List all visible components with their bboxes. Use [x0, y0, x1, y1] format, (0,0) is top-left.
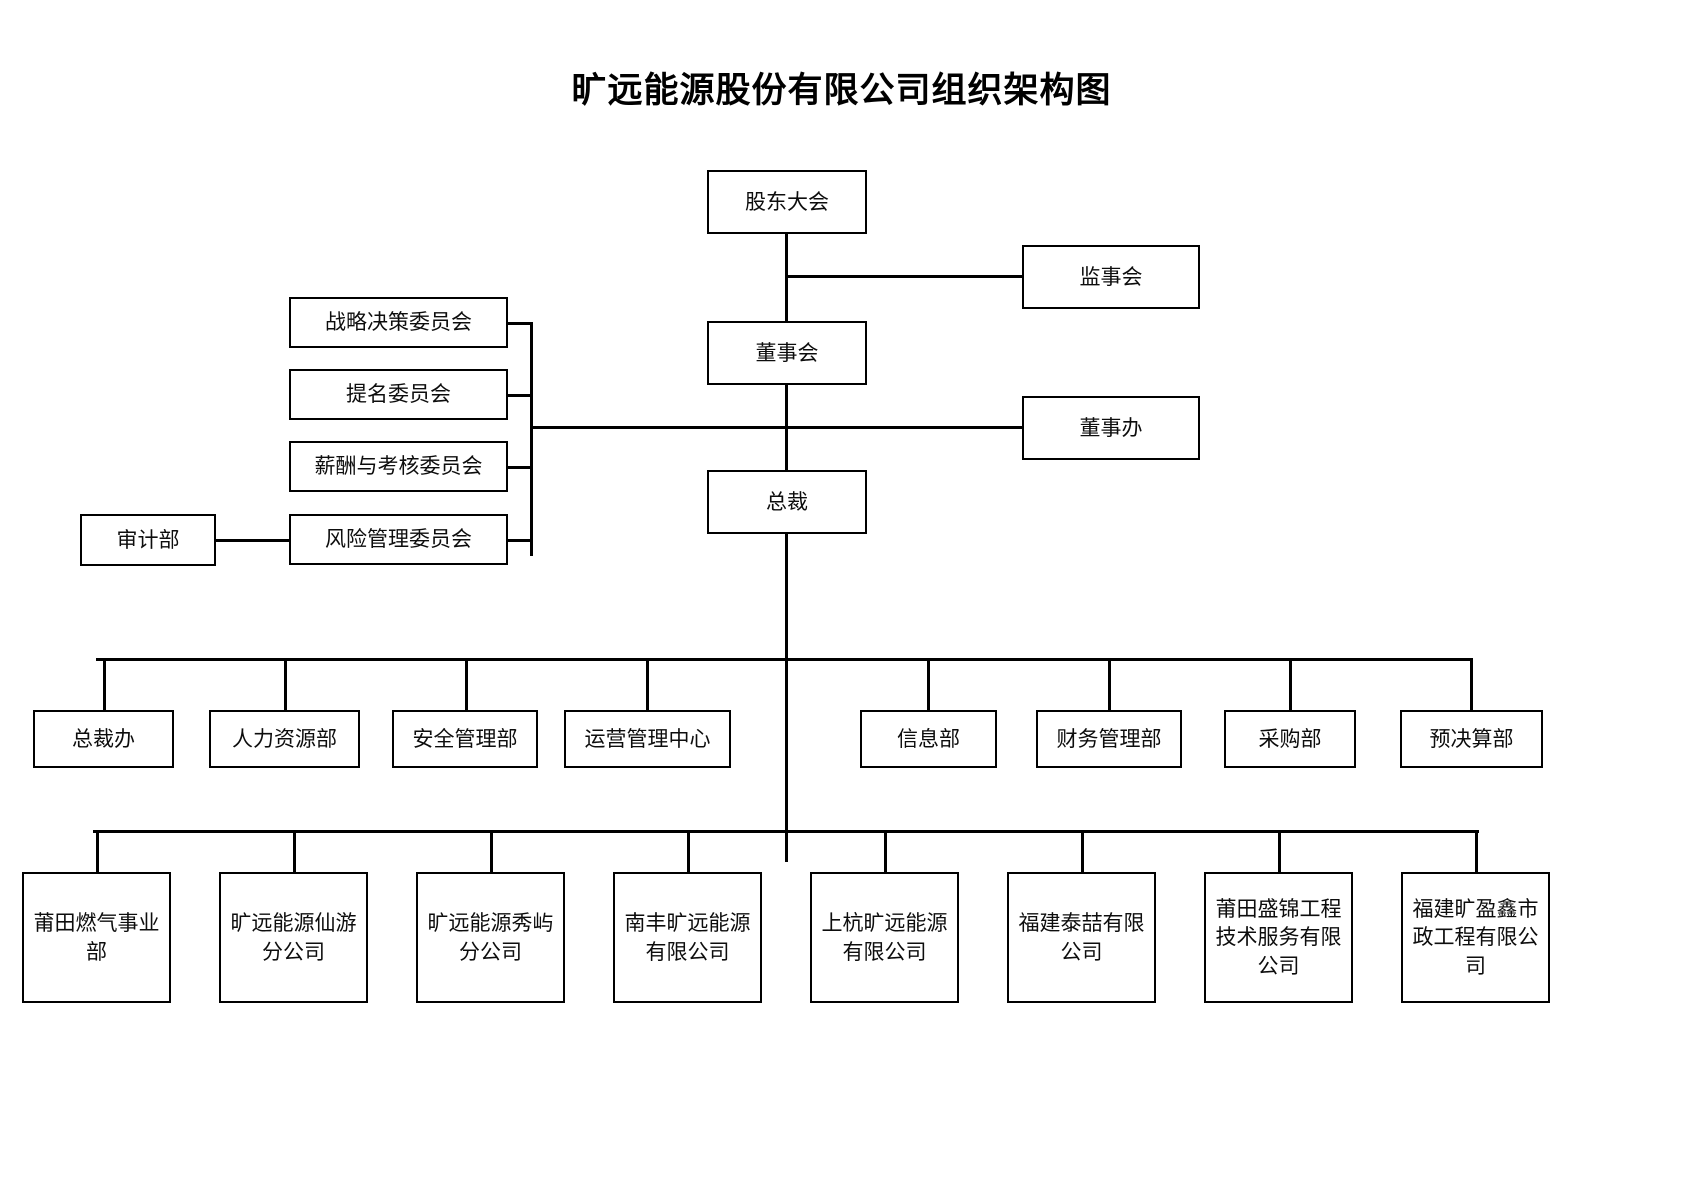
connector-committees-to-spine	[530, 426, 787, 429]
node-subsidiary-shanghang-kuangyuan-energy[interactable]: 上杭旷远能源有限公司	[810, 872, 959, 1003]
node-label: 预决算部	[1429, 726, 1514, 751]
dept-drop-7	[1289, 658, 1292, 710]
connector-committee-3	[507, 466, 533, 469]
node-department-information[interactable]: 信息部	[860, 710, 997, 768]
node-label: 旷远能源仙游分公司	[230, 911, 357, 964]
sub-drop-2	[293, 830, 296, 872]
node-subsidiary-putian-gas-division[interactable]: 莆田燃气事业部	[22, 872, 171, 1003]
sub-drop-8	[1475, 830, 1478, 872]
connector-shareholders-to-supervisors	[785, 275, 1024, 278]
node-label: 莆田盛锦工程技术服务有限公司	[1215, 897, 1342, 978]
node-label: 旷远能源秀屿分公司	[427, 911, 554, 964]
node-label: 上杭旷远能源有限公司	[821, 911, 948, 964]
node-president[interactable]: 总裁	[707, 470, 867, 534]
node-subsidiary-kuangyuan-xiuyu-branch[interactable]: 旷远能源秀屿分公司	[416, 872, 565, 1003]
node-label: 董事办	[1079, 415, 1143, 440]
node-subsidiary-nanfeng-kuangyuan-energy[interactable]: 南丰旷远能源有限公司	[613, 872, 762, 1003]
connector-committee-1	[507, 322, 533, 325]
sub-drop-4	[687, 830, 690, 872]
node-subsidiary-putian-shengjin-engineering[interactable]: 莆田盛锦工程技术服务有限公司	[1204, 872, 1353, 1003]
node-label: 人力资源部	[232, 726, 337, 751]
node-label: 福建旷盈鑫市政工程有限公司	[1412, 897, 1539, 978]
node-label: 福建泰喆有限公司	[1018, 911, 1145, 964]
connector-board-to-board-office	[785, 426, 1024, 429]
node-department-presidents-office[interactable]: 总裁办	[33, 710, 174, 768]
node-board-of-supervisors[interactable]: 监事会	[1022, 245, 1200, 309]
node-label: 监事会	[1079, 264, 1143, 289]
dept-drop-2	[284, 658, 287, 710]
dept-drop-1	[103, 658, 106, 710]
node-department-financial-management[interactable]: 财务管理部	[1036, 710, 1182, 768]
dept-drop-8	[1470, 658, 1473, 710]
node-subsidiary-fujian-kuangyingxin-municipal[interactable]: 福建旷盈鑫市政工程有限公司	[1401, 872, 1550, 1003]
node-label: 总裁办	[72, 726, 135, 751]
department-bus	[96, 658, 1472, 661]
node-subsidiary-kuangyuan-xianyou-branch[interactable]: 旷远能源仙游分公司	[219, 872, 368, 1003]
node-label: 股东大会	[745, 189, 829, 214]
node-committee-compensation-assessment[interactable]: 薪酬与考核委员会	[289, 441, 508, 492]
node-department-budget-final-accounts[interactable]: 预决算部	[1400, 710, 1543, 768]
dept-drop-5	[927, 658, 930, 710]
subsidiary-bus	[93, 830, 1479, 833]
node-committee-strategic-decision[interactable]: 战略决策委员会	[289, 297, 508, 348]
node-label: 总裁	[766, 489, 808, 514]
connector-shareholders-to-board	[785, 234, 788, 323]
connector-audit-to-risk-committee	[215, 539, 290, 542]
sub-drop-5	[884, 830, 887, 872]
node-label: 南丰旷远能源有限公司	[624, 911, 751, 964]
node-label: 风险管理委员会	[325, 527, 472, 552]
node-label: 董事会	[755, 340, 819, 365]
connector-committee-2	[507, 394, 533, 397]
dept-drop-3	[465, 658, 468, 710]
node-department-operations-management-center[interactable]: 运营管理中心	[564, 710, 731, 768]
sub-drop-7	[1278, 830, 1281, 872]
node-subsidiary-fujian-taizhe[interactable]: 福建泰喆有限公司	[1007, 872, 1156, 1003]
sub-drop-3	[490, 830, 493, 872]
spine-president-down	[785, 532, 788, 862]
node-department-procurement[interactable]: 采购部	[1224, 710, 1356, 768]
node-label: 审计部	[116, 527, 180, 552]
node-board-office[interactable]: 董事办	[1022, 396, 1200, 460]
node-label: 薪酬与考核委员会	[314, 454, 483, 479]
node-label: 莆田燃气事业部	[33, 911, 160, 964]
node-department-safety-management[interactable]: 安全管理部	[392, 710, 538, 768]
node-committee-nomination[interactable]: 提名委员会	[289, 369, 508, 420]
node-shareholders-meeting[interactable]: 股东大会	[707, 170, 867, 234]
node-label: 财务管理部	[1056, 726, 1162, 751]
node-label: 信息部	[897, 726, 960, 751]
dept-drop-6	[1108, 658, 1111, 710]
node-label: 战略决策委员会	[325, 310, 472, 335]
node-label: 运营管理中心	[584, 726, 711, 751]
node-board-of-directors[interactable]: 董事会	[707, 321, 867, 385]
sub-drop-1	[96, 830, 99, 872]
page-title: 旷远能源股份有限公司组织架构图	[571, 71, 1112, 110]
sub-drop-6	[1081, 830, 1084, 872]
node-audit-department[interactable]: 审计部	[80, 514, 216, 566]
node-label: 安全管理部	[412, 726, 518, 751]
node-label: 采购部	[1258, 726, 1322, 751]
dept-drop-4	[646, 658, 649, 710]
committee-bus-vertical	[530, 322, 533, 556]
node-committee-risk-management[interactable]: 风险管理委员会	[289, 514, 508, 565]
node-label: 提名委员会	[346, 382, 451, 407]
connector-committee-4	[507, 539, 533, 542]
node-department-human-resources[interactable]: 人力资源部	[209, 710, 360, 768]
